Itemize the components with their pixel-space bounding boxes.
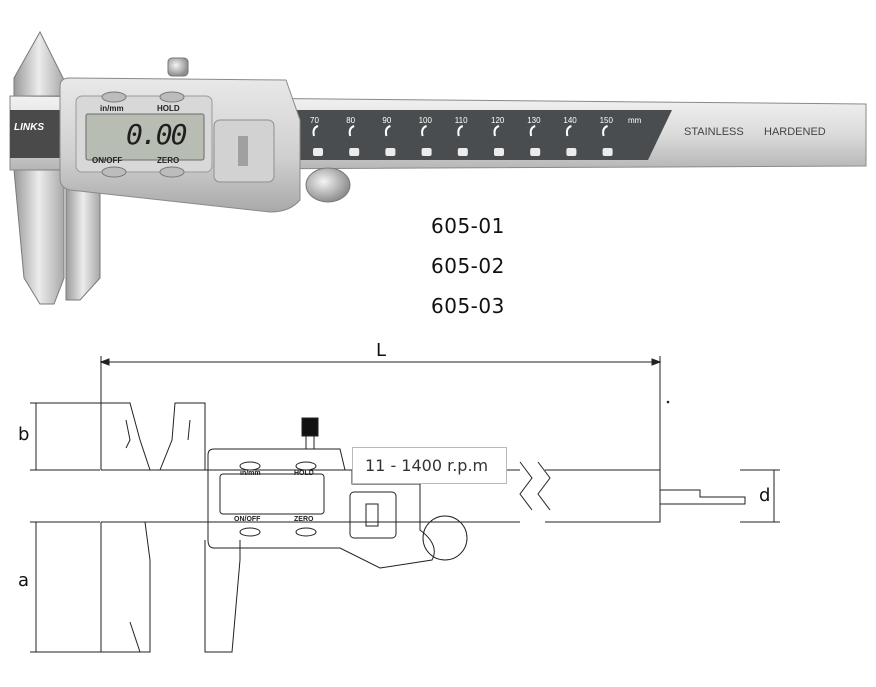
scale-tick-label: 110 <box>454 116 468 125</box>
slider-lower-jaw <box>65 174 101 301</box>
scale-unit: mm <box>628 116 642 125</box>
hold-button <box>159 91 185 103</box>
model-number: 605-02 <box>431 254 505 278</box>
scale-tick-mark <box>384 125 391 137</box>
drawing-button-hold <box>295 461 317 471</box>
drawing-button-zero <box>295 527 317 537</box>
drawing-depth-rod <box>660 489 746 505</box>
scale-band <box>294 110 672 160</box>
tooltip: 11 - 1400 r.p.m <box>352 447 507 484</box>
lcd-reading: 0.00 <box>126 118 187 151</box>
scale-marker <box>602 148 613 156</box>
drawing-button-onoff <box>239 527 261 537</box>
scale-tick-mark <box>602 125 608 137</box>
lcd-label-unit: in/mm <box>100 104 124 113</box>
drawing-lcd <box>219 473 325 515</box>
lcd-label-onoff: ON/OFF <box>92 156 123 165</box>
drawing-lower-jaw-moving <box>204 540 241 653</box>
dimension-label-d: d <box>759 485 771 506</box>
scale-tick-label: 70 <box>310 116 319 125</box>
scale-marker <box>349 148 360 156</box>
dimension-label-a: a <box>18 570 30 591</box>
drawing-lock-screw <box>301 417 319 437</box>
drawing-label-zero: ZERO <box>294 516 314 523</box>
drawing-label-onoff: ON/OFF <box>234 516 261 523</box>
scale-tick-label: 130 <box>527 116 541 125</box>
scale-tick-mark <box>493 125 500 137</box>
scale-tick-label: 80 <box>346 116 356 125</box>
model-number: 605-03 <box>431 294 505 318</box>
lcd-label-hold: HOLD <box>157 104 180 113</box>
scale-marker <box>421 148 432 156</box>
scale-tick-label: 100 <box>418 116 432 125</box>
drawing-label-hold: HOLD <box>294 470 314 477</box>
scale-tick-label: 140 <box>563 116 577 125</box>
scale-tick-label: 90 <box>382 116 392 125</box>
model-number: 605-01 <box>431 214 505 238</box>
drawing-upper-jaw-fixed <box>100 402 151 471</box>
drawing-fine-adjust <box>349 491 397 539</box>
zero-button <box>159 166 185 178</box>
scale-tick-mark <box>565 125 572 137</box>
drawing-body <box>207 448 435 569</box>
lcd-screen <box>85 113 205 161</box>
scale-marker <box>566 148 577 156</box>
scale-marker <box>385 148 396 156</box>
caliper-drawing <box>30 356 780 653</box>
thumb-roller <box>305 167 351 203</box>
unit-button <box>101 91 127 103</box>
dimension-label-L: L <box>376 340 387 361</box>
fixed-upper-jaw <box>13 30 65 97</box>
caliper-photo <box>9 30 867 305</box>
scale-marker <box>530 148 541 156</box>
brand-strip <box>10 110 68 158</box>
brand-label: LINKS <box>14 122 44 133</box>
scale-marker <box>457 148 468 156</box>
scale-marker <box>313 148 323 156</box>
scale-tick-label: 150 <box>599 116 613 125</box>
beam-text-stainless: STAINLESS <box>684 126 744 138</box>
scale-tick-mark <box>348 125 355 137</box>
beam-text-hardened: HARDENED <box>764 126 826 138</box>
onoff-button <box>101 166 127 178</box>
dimension-label-b: b <box>18 424 30 445</box>
scale-tick-mark <box>457 125 464 137</box>
lock-screw <box>167 57 189 77</box>
scale-tick-mark <box>312 125 319 137</box>
fixed-lower-jaw <box>13 169 65 305</box>
drawing-lower-jaw-fixed <box>100 521 151 653</box>
drawing-thumb-roller <box>422 515 468 561</box>
lcd-label-zero: ZERO <box>157 156 180 165</box>
scale-tick-label: 120 <box>491 116 505 125</box>
scale-tick-mark <box>421 125 427 137</box>
drawing-upper-jaw-moving <box>159 402 206 471</box>
drawing-button-unit <box>239 461 261 471</box>
scale-tick-mark <box>529 125 536 137</box>
scale-marker <box>494 148 504 156</box>
drawing-label-unit: in/mm <box>240 470 261 477</box>
